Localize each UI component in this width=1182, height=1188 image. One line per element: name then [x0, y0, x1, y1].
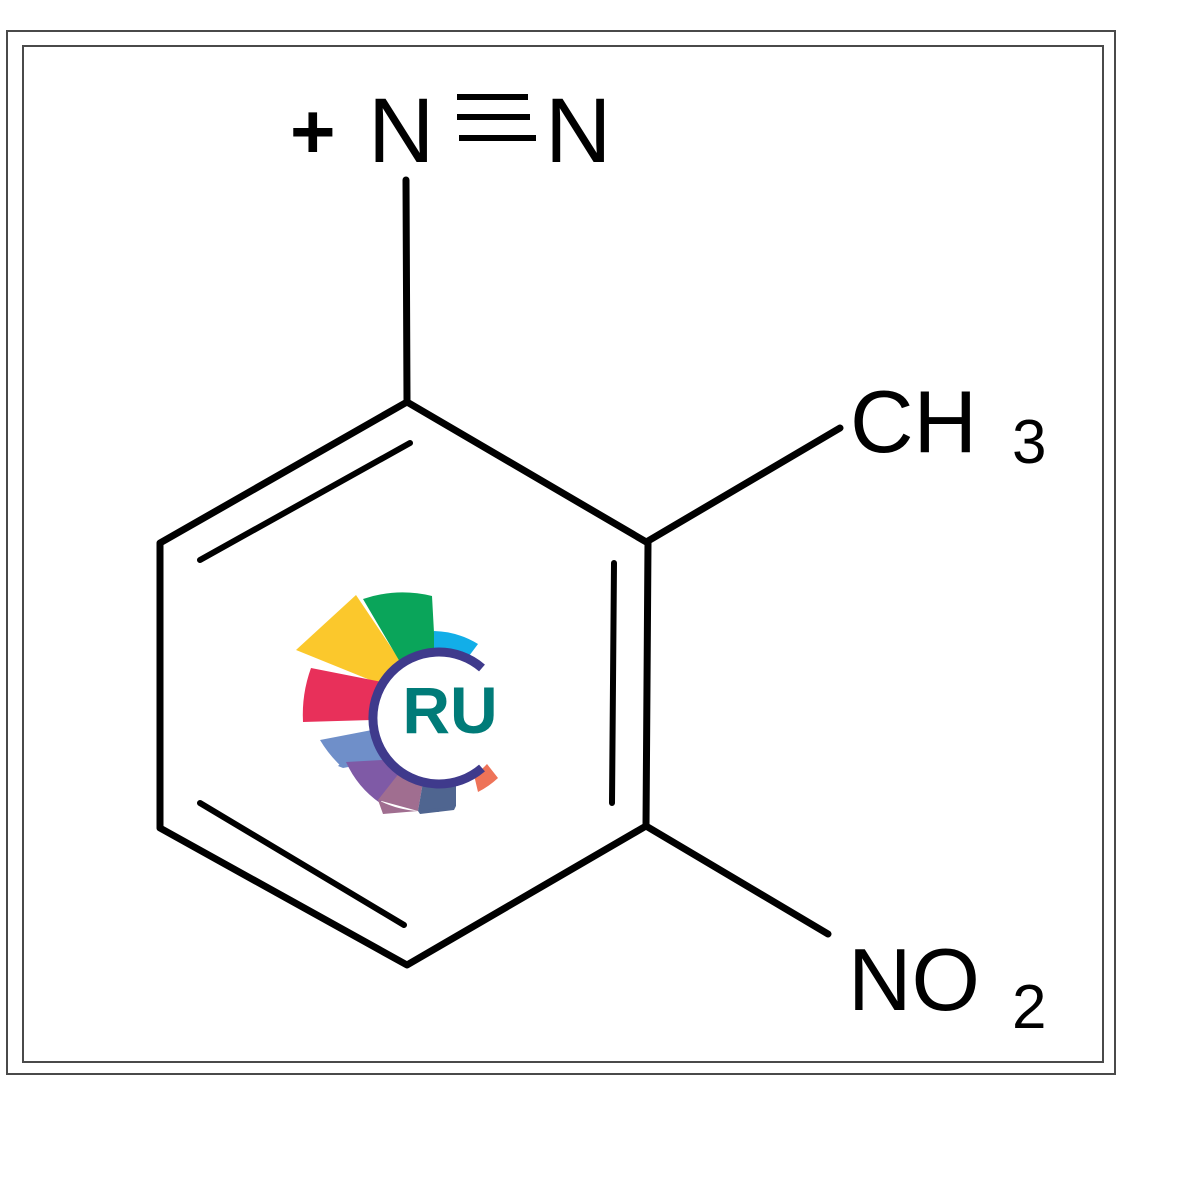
diazonium-group-label: + N N — [290, 80, 611, 182]
triple-bond — [457, 94, 536, 141]
logo-inner-disc — [376, 656, 500, 780]
bond-ring-to-methyl — [644, 424, 844, 545]
logo-wedge-cyan — [434, 631, 478, 660]
methyl-label-subscript: 3 — [1012, 408, 1046, 477]
nitro-group-label: NO 2 — [848, 930, 1046, 1042]
bond-ring-to-nitro — [642, 822, 832, 938]
methyl-group-label: CH 3 — [850, 372, 1046, 477]
nitrogen-1-label: N — [368, 80, 434, 182]
ru-watermark-logo: RU — [296, 592, 500, 814]
logo-wedge-yellow — [296, 595, 401, 684]
outer-frame — [6, 30, 1116, 1075]
logo-wedge-green — [363, 592, 435, 662]
nitro-label-main: NO — [848, 930, 980, 1029]
bond-ring-to-diazonium — [402, 176, 411, 404]
logo-wedge-light-blue-lower — [338, 764, 343, 768]
double-bond-inner-bottom-left — [197, 800, 407, 928]
double-bond-inner-top-left — [197, 440, 413, 563]
logo-text: RU — [402, 673, 497, 747]
logo-wedge-mauve-tip — [378, 800, 418, 814]
inner-frame — [22, 45, 1104, 1063]
logo-wedge-slate — [418, 782, 456, 812]
methyl-label-main: CH — [850, 372, 977, 471]
positive-charge: + — [290, 87, 336, 175]
logo-c-ring — [368, 647, 485, 789]
double-bond-inner-right — [609, 560, 617, 806]
logo-wedge-red — [302, 668, 382, 722]
nitrogen-2-label: N — [545, 80, 611, 182]
logo-wedge-light-blue — [320, 730, 386, 768]
nitro-label-subscript: 2 — [1012, 973, 1046, 1042]
logo-wedge-slate-tip — [418, 806, 456, 814]
